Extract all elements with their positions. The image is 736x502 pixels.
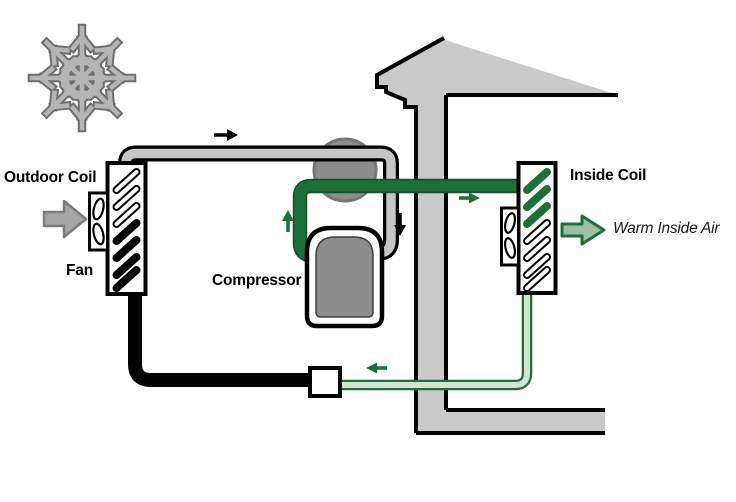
inside-coil-slats	[523, 168, 551, 292]
cold-outdoor-air-arrow-icon	[42, 199, 88, 239]
flow-arrow-right-top	[214, 129, 238, 141]
valve-to-inside-coil-pipe	[334, 290, 533, 391]
outdoor-coil-label: Outdoor Coil	[4, 169, 97, 186]
inside-fan	[500, 206, 520, 267]
floor-shape	[416, 408, 605, 435]
inside-coil-label: Inside Coil	[570, 167, 647, 184]
flow-arrow-up	[282, 210, 294, 232]
flow-arrow-down	[394, 213, 406, 236]
fan-blades-icon	[92, 197, 105, 246]
wall-and-roof-shape	[377, 39, 618, 431]
inside-coil	[516, 161, 558, 295]
warm-inside-air-label: Warm Inside Air	[613, 220, 720, 237]
compressor-unit	[304, 225, 385, 329]
house-structure	[375, 36, 618, 435]
compressor-label: Compressor	[212, 272, 302, 289]
roof-left-edge-and-wall-left-edge	[375, 36, 445, 433]
outdoor-coil	[105, 161, 148, 296]
expansion-valve	[308, 366, 342, 398]
snowflake-icon	[32, 28, 132, 128]
warm-inside-air-arrow-icon	[560, 214, 606, 246]
flow-arrow-left-green	[366, 362, 387, 374]
flow-arrow-right-green	[459, 192, 480, 204]
outdoor-coil-slats	[112, 168, 141, 292]
fan-blades-icon	[503, 212, 517, 259]
fan-label: Fan	[66, 262, 93, 279]
outdoor-fan	[88, 191, 109, 252]
outdoor-coil-to-valve-pipe	[128, 288, 318, 387]
outdoor-coil-to-compressor-pipe	[118, 145, 399, 261]
